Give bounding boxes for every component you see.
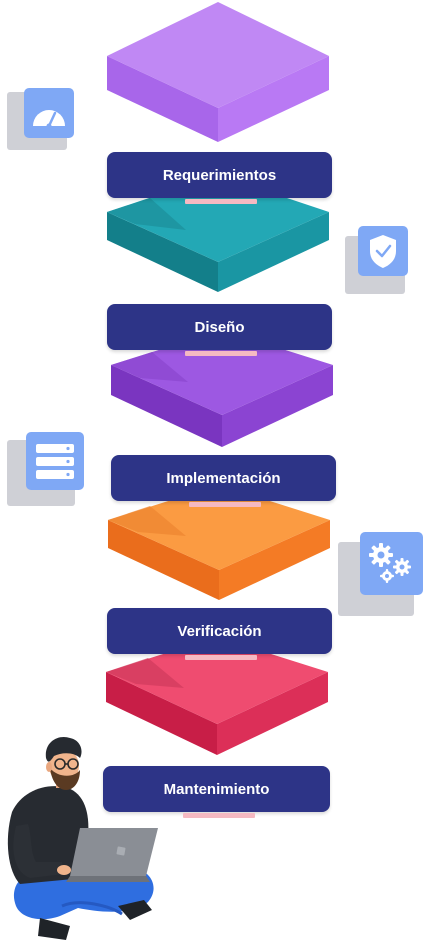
layer-verificacion (108, 485, 330, 600)
label-underline (183, 813, 255, 818)
stage-label-text: Implementación (166, 469, 281, 487)
person-with-laptop-illustration (7, 736, 158, 940)
stage-label-text: Requerimientos (162, 166, 277, 184)
gears-icon (338, 532, 423, 616)
stage-label-implementacion: Implementación (111, 455, 336, 501)
stage-label-text: Diseño (194, 318, 245, 336)
stage-label-text: Mantenimiento (163, 780, 270, 798)
stage-label-text: Verificación (177, 622, 262, 640)
label-underline (189, 502, 261, 507)
layer-implementacion (111, 330, 333, 447)
shield-check-icon (345, 226, 408, 294)
stage-label-verificacion: Verificación (107, 608, 332, 654)
stage-label-requerimientos: Requerimientos (107, 152, 332, 198)
layer-mantenimiento (106, 637, 328, 755)
label-underline (185, 655, 257, 660)
label-underline (185, 199, 257, 204)
stage-label-diseno: Diseño (107, 304, 332, 350)
speedometer-icon (7, 88, 74, 150)
server-icon (7, 432, 84, 506)
stage-label-mantenimiento: Mantenimiento (103, 766, 330, 812)
label-underline (185, 351, 257, 356)
layer-requerimientos (107, 2, 329, 142)
